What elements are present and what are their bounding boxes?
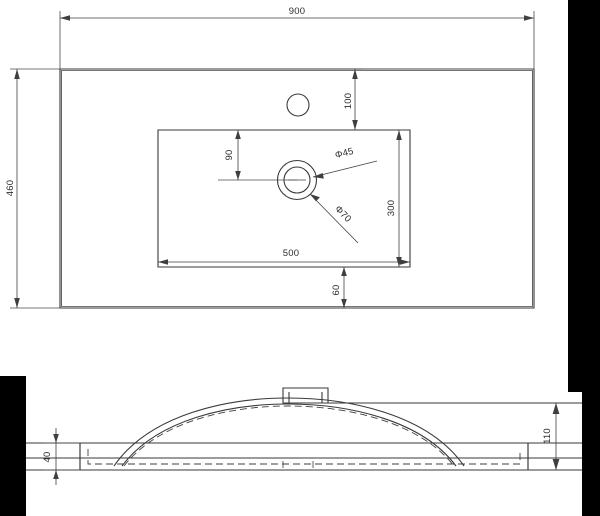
arrow-460-bottom <box>14 298 20 308</box>
arrow-500-right <box>400 259 410 265</box>
dim-label-500: 500 <box>283 248 299 259</box>
arrow-110-top <box>552 403 560 414</box>
arrow-60-top <box>341 267 347 276</box>
arrow-90-bottom <box>235 171 241 180</box>
basin-bowl-rectangle <box>158 130 410 267</box>
dim-label-110: 110 <box>542 428 553 444</box>
left-black-band <box>0 376 26 516</box>
slab-hidden-profile <box>87 449 521 465</box>
arrow-45 <box>313 173 324 179</box>
arrow-70 <box>310 194 320 202</box>
bowl-arch-inner <box>122 404 456 466</box>
arrow-100-top <box>352 69 358 79</box>
dim-label-100: 100 <box>343 93 354 109</box>
arrow-40-top <box>53 434 59 443</box>
arrow-900-left <box>60 15 70 21</box>
dim-label-300: 300 <box>386 200 397 216</box>
arrow-900-right <box>524 15 534 21</box>
leader-diameter-45: Φ45 <box>312 146 378 179</box>
arrow-460-top <box>14 69 20 79</box>
arrow-300-top <box>396 130 402 140</box>
dim-label-40: 40 <box>42 452 53 463</box>
arrow-90-top <box>235 130 241 139</box>
faucet-block-group <box>283 388 582 403</box>
leader-line-45 <box>312 160 378 178</box>
dim-label-900: 900 <box>289 6 305 17</box>
basin-bowl-group <box>158 130 410 267</box>
bowl-arch-hidden <box>123 405 455 467</box>
faucet-hole-circle <box>287 94 309 116</box>
dim-label-460: 460 <box>5 180 16 196</box>
dim-overall-height-110: 110 <box>542 403 560 470</box>
arrow-40-bottom <box>53 470 59 479</box>
dim-label-dia-45: Φ45 <box>334 146 355 161</box>
leader-line-70 <box>309 193 359 244</box>
dim-slab-thickness-40: 40 <box>42 428 80 485</box>
bowl-arch-outer <box>114 398 464 466</box>
dim-label-60: 60 <box>331 285 342 296</box>
arrow-60-bottom <box>341 299 347 308</box>
dim-basin-offset-100: 100 <box>343 68 534 130</box>
arrow-100-bottom <box>352 120 358 130</box>
dim-overall-width-900: 900 <box>59 6 535 69</box>
right-black-band-lower <box>582 392 600 516</box>
faucet-hole-group <box>287 94 309 116</box>
dim-label-90: 90 <box>224 150 235 161</box>
dim-basin-offset-60: 60 <box>331 267 347 308</box>
elevation-view-group: 40 110 <box>26 388 582 485</box>
arrow-110-bottom <box>552 459 560 470</box>
countertop-inner-offset <box>61 70 533 307</box>
dim-overall-depth-460: 460 <box>5 68 60 309</box>
hidden-inner-rect <box>87 449 521 465</box>
base-center-marks <box>282 461 314 468</box>
plan-view-group: 900 460 100 90 <box>5 6 534 308</box>
right-black-band-upper <box>568 0 600 392</box>
dim-basin-width-500: 500 <box>158 248 410 265</box>
bowl-arch-group <box>114 398 464 466</box>
slab-body-group <box>26 443 582 470</box>
dim-drain-offset-90: 90 <box>218 130 297 181</box>
arrow-500-left <box>158 259 168 265</box>
